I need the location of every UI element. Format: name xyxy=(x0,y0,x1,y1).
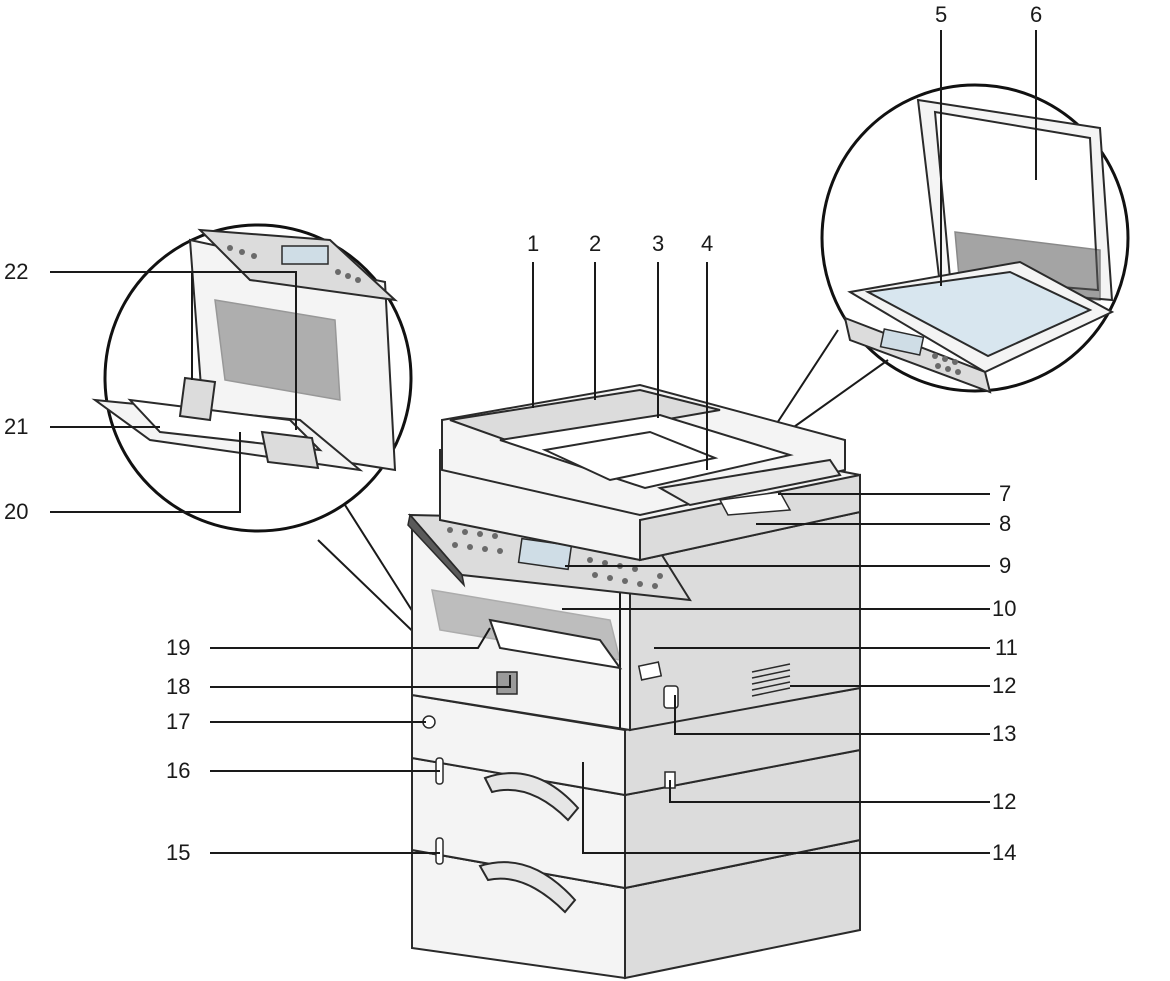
leader-lines xyxy=(50,30,1037,854)
callout-21: 21 xyxy=(4,414,29,439)
callout-11: 11 xyxy=(995,635,1018,660)
callout-15: 15 xyxy=(166,840,191,865)
callout-5: 5 xyxy=(935,2,948,27)
callout-2: 2 xyxy=(589,231,602,256)
callout-16: 16 xyxy=(166,758,191,783)
callout-17: 17 xyxy=(166,709,191,734)
callout-12-lower: 12 xyxy=(992,789,1017,814)
callout-20: 20 xyxy=(4,499,29,524)
callout-19: 19 xyxy=(166,635,191,660)
callout-18: 18 xyxy=(166,674,191,699)
callout-10: 10 xyxy=(992,596,1017,621)
callout-1: 1 xyxy=(527,231,540,256)
platen-zoom-inset xyxy=(820,83,1130,394)
inset-connector-bottom xyxy=(317,539,429,647)
printer-main xyxy=(407,383,861,980)
callout-7: 7 xyxy=(999,481,1012,506)
callout-3: 3 xyxy=(652,231,665,256)
callout-13: 13 xyxy=(992,721,1017,746)
callout-8: 8 xyxy=(999,511,1012,536)
callout-22: 22 xyxy=(4,259,29,284)
bypass-tray-zoom-inset xyxy=(91,223,413,533)
callout-4: 4 xyxy=(701,231,714,256)
callout-6: 6 xyxy=(1030,2,1043,27)
callout-12-upper: 12 xyxy=(992,673,1017,698)
callout-14: 14 xyxy=(992,840,1017,865)
callout-9: 9 xyxy=(999,553,1012,578)
